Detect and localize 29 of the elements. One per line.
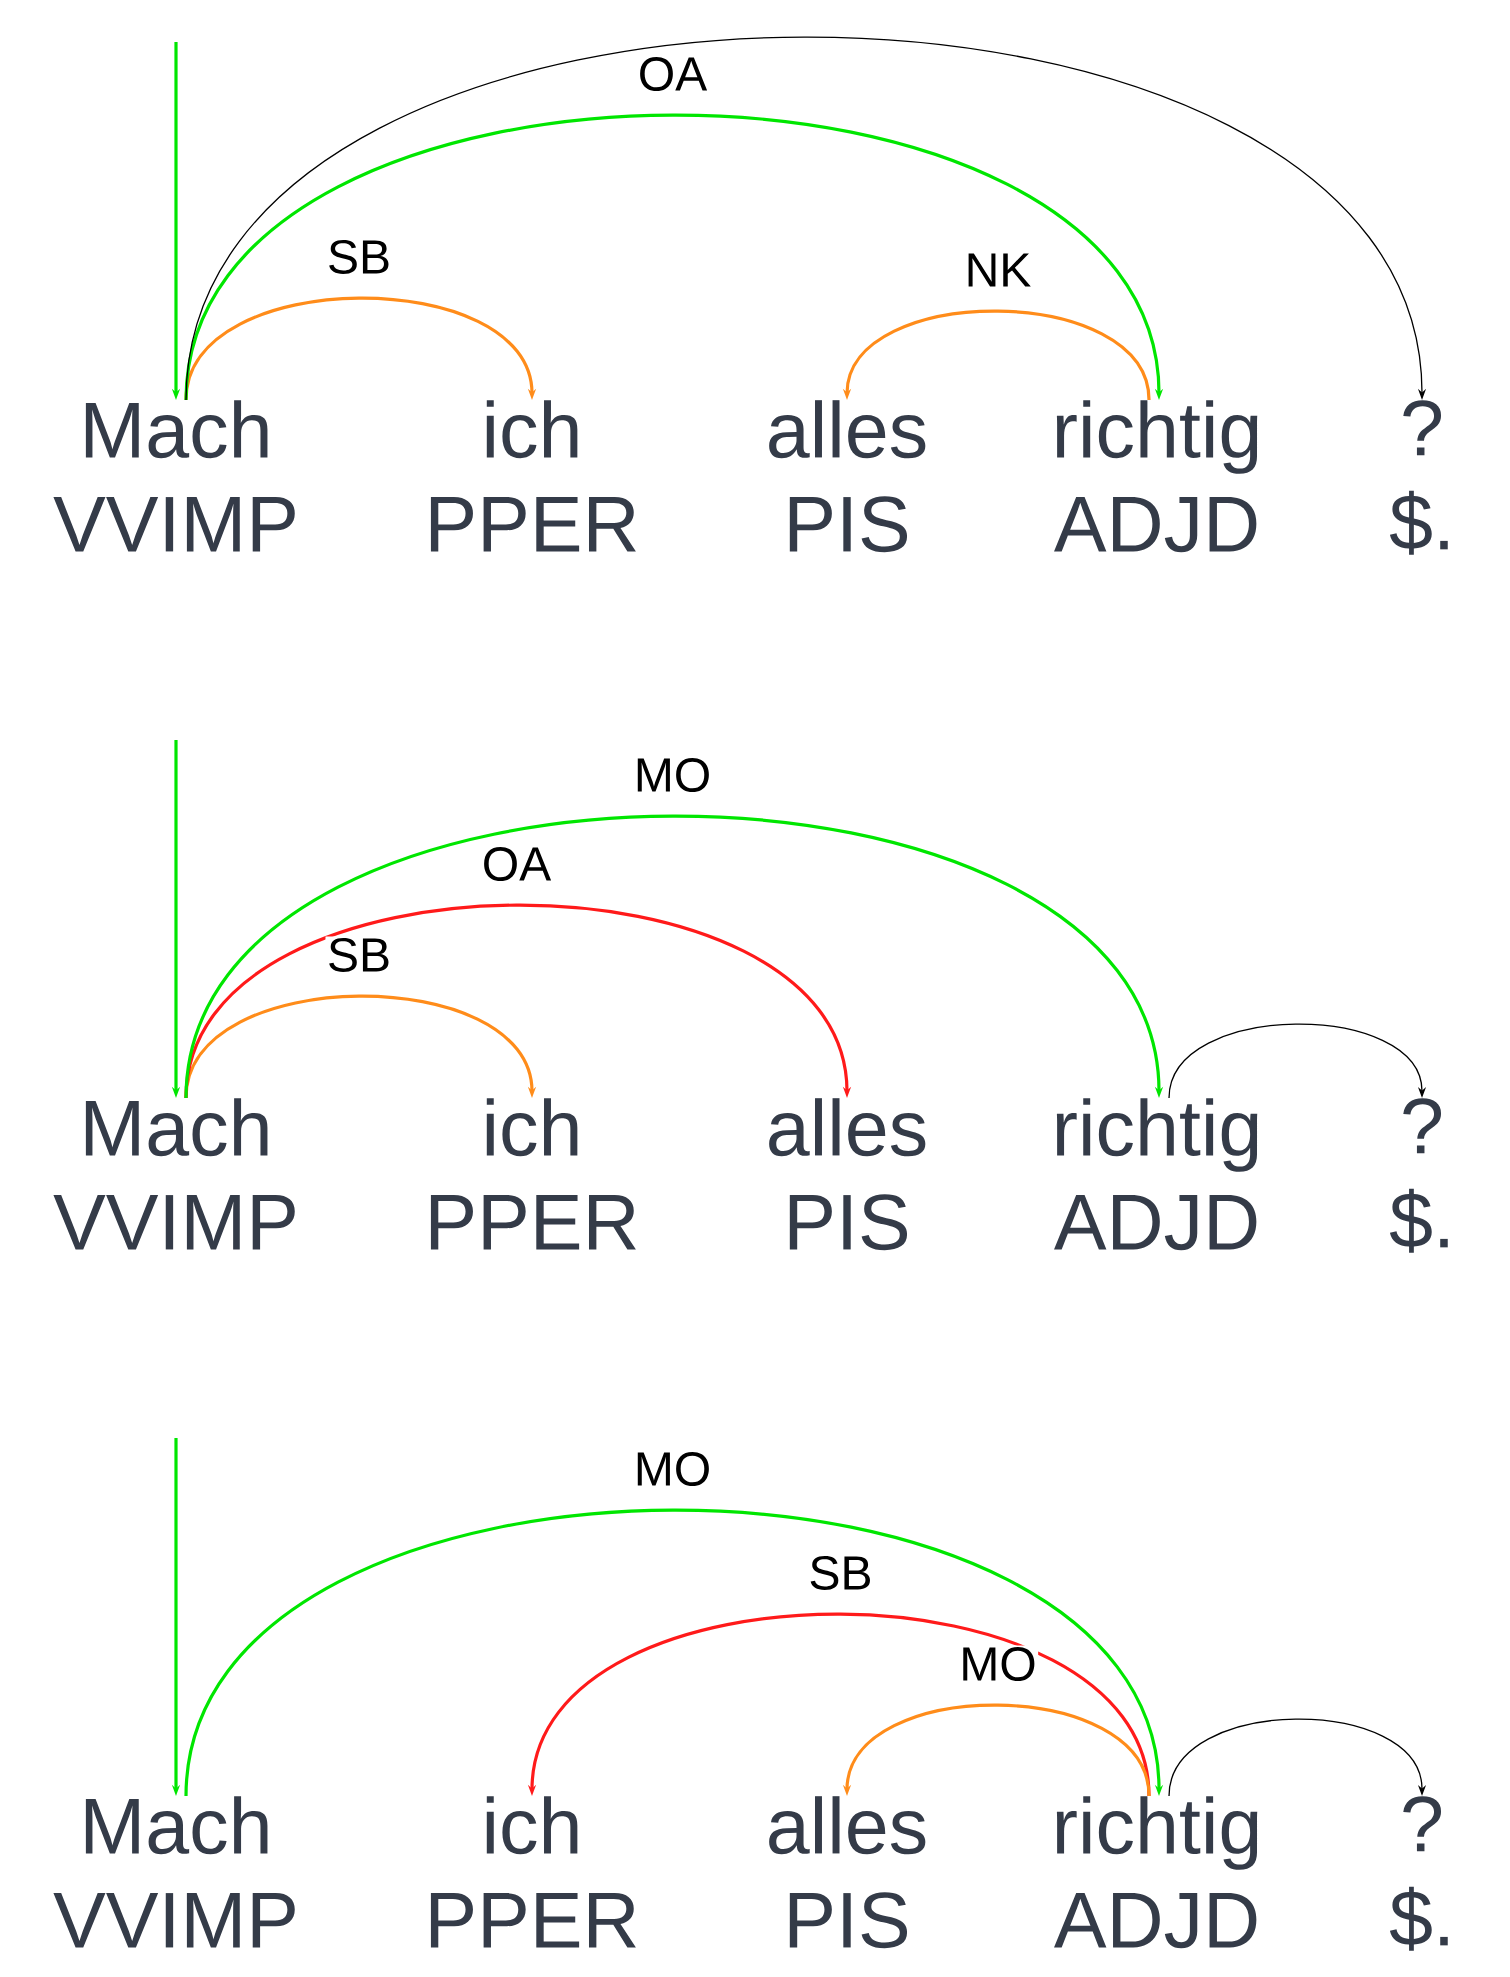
edge-label: SB — [325, 238, 393, 276]
edge-label: MO — [957, 1645, 1039, 1683]
token-label: ? $. — [1389, 400, 1448, 555]
dependency-arc — [184, 814, 1164, 1099]
token-label: Mach VVIMP — [53, 400, 295, 552]
edge-label: SB — [807, 1554, 875, 1592]
dependency-arc — [1168, 1023, 1427, 1099]
dependency-arc — [184, 1508, 1164, 1797]
token-label: richtig ADJD — [1054, 1098, 1258, 1251]
edge-label: SB — [325, 936, 393, 974]
token-label: ? $. — [1389, 1796, 1448, 1951]
token-label: ich PPER — [430, 400, 636, 552]
token-label: richtig ADJD — [1054, 1796, 1258, 1949]
token-label: alles PIS — [769, 400, 926, 553]
token-label: alles PIS — [769, 1796, 926, 1949]
edge-label: MO — [632, 756, 713, 794]
token-label: ich PPER — [430, 1796, 636, 1948]
token-label: ? $. — [1389, 1098, 1448, 1253]
token-label: Mach VVIMP — [53, 1098, 295, 1250]
dependency-arc — [1168, 1718, 1427, 1797]
edge-label: OA — [636, 55, 709, 93]
token-label: alles PIS — [769, 1098, 926, 1251]
token-label: Mach VVIMP — [53, 1796, 295, 1948]
edge-label: OA — [480, 845, 553, 883]
token-label: ich PPER — [430, 1098, 636, 1250]
edge-label: NK — [963, 251, 1033, 288]
token-label: richtig ADJD — [1054, 400, 1258, 553]
edge-label: MO — [632, 1450, 713, 1488]
dependency-arc — [184, 113, 1164, 401]
